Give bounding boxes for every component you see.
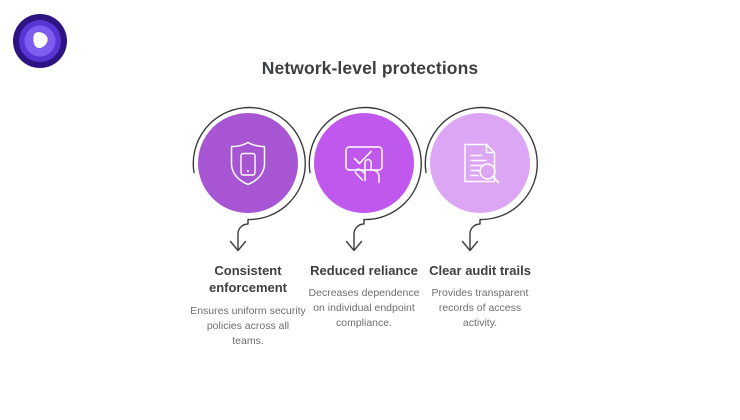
diagram-node [414,100,546,260]
arc-connector-arrow [308,106,422,252]
arc-connector-arrow [192,106,306,252]
diagram-node [298,100,430,260]
brand-logo [11,12,69,70]
caption-body: Decreases dependence on individual endpo… [308,287,420,330]
node-icon-circle [198,113,298,213]
caption-block: Clear audit trails Provides transparent … [414,262,546,331]
arc-connector-arrow [424,106,538,252]
caption-heading: Reduced reliance [310,263,418,278]
diagram-nodes [182,100,578,260]
caption-heading: Consistent enforcement [208,263,288,296]
node-icon-circle [314,113,414,213]
diagram-node [182,100,314,260]
caption-block: Consistent enforcement Ensures uniform s… [182,262,314,349]
page-title: Network-level protections [261,58,479,78]
logo-play-mark [33,32,48,48]
node-icon-circle [430,113,530,213]
caption-heading: Clear audit trails [429,263,531,278]
checkbox-tap-icon [345,146,383,184]
caption-body: Ensures uniform security policies across… [190,304,306,347]
document-search-icon [464,143,500,184]
caption-body: Provides transparent records of access a… [431,287,529,330]
caption-block: Reduced reliance Decreases dependence on… [298,262,430,331]
shield-phone-icon [230,141,266,186]
